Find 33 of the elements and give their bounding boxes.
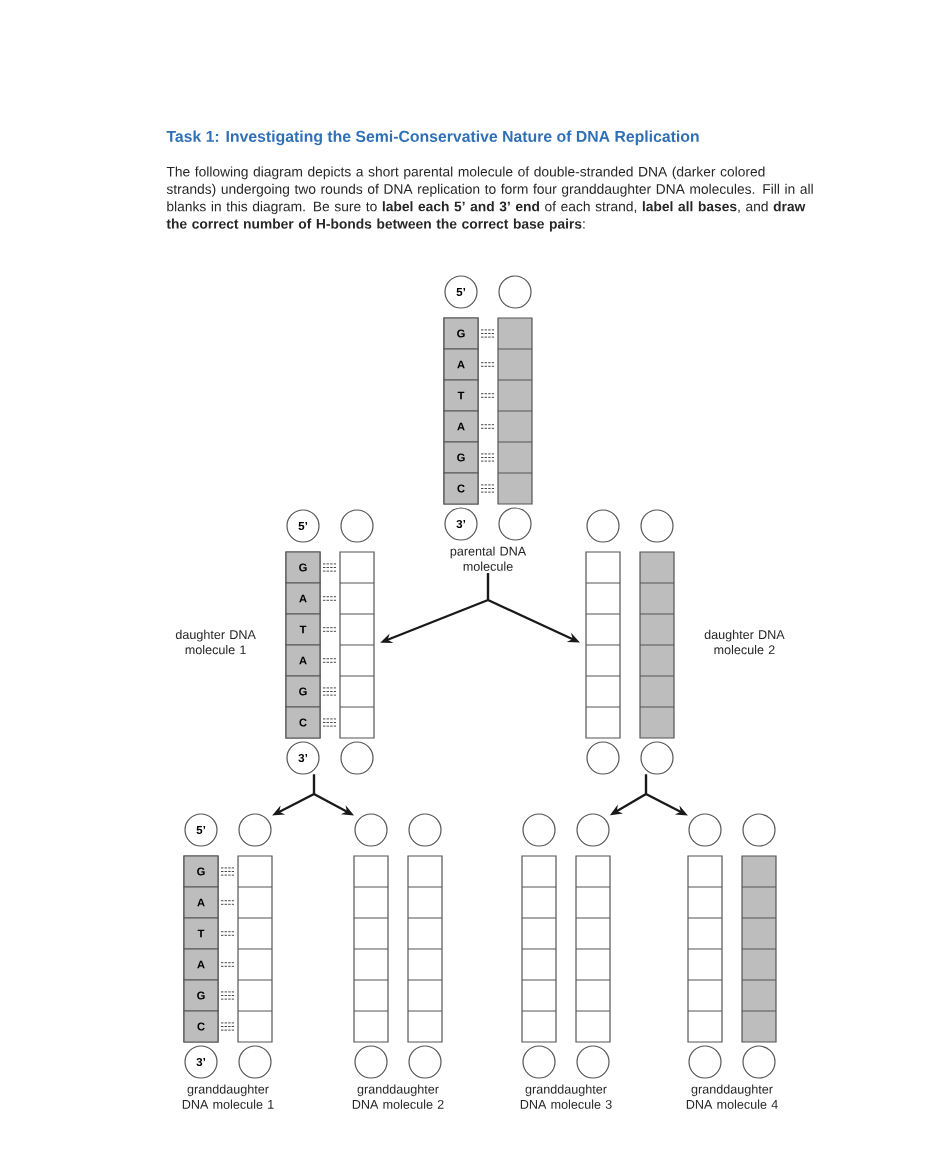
dna-strand [237, 855, 273, 1043]
blank-circle [498, 275, 532, 309]
blank-circle [340, 741, 374, 775]
dna-strand [687, 855, 723, 1043]
dna-strand [353, 855, 389, 1043]
blank-circle [576, 813, 610, 847]
blank-circle [688, 1045, 722, 1079]
blank-circle [742, 1045, 776, 1079]
blank-circle [238, 1045, 272, 1079]
blank-circle [498, 507, 532, 541]
dna-strand [639, 551, 675, 739]
dna-strand [407, 855, 443, 1043]
dna-strand [339, 551, 375, 739]
blank-circle [408, 813, 442, 847]
blank-circle [576, 1045, 610, 1079]
dna-strand [497, 317, 533, 505]
dna-strand [575, 855, 611, 1043]
blank-circle [586, 741, 620, 775]
blank-circle [640, 509, 674, 543]
blank-circle [522, 813, 556, 847]
blank-circle [688, 813, 722, 847]
blank-circle [340, 509, 374, 543]
dna-strand [741, 855, 777, 1043]
blank-circle [742, 813, 776, 847]
dna-strand [521, 855, 557, 1043]
blank-circle [640, 741, 674, 775]
blank-circle [522, 1045, 556, 1079]
blank-circle [586, 509, 620, 543]
blank-circle [354, 1045, 388, 1079]
blank-circle [408, 1045, 442, 1079]
dna-strand [585, 551, 621, 739]
blank-circle [354, 813, 388, 847]
blank-circle [238, 813, 272, 847]
